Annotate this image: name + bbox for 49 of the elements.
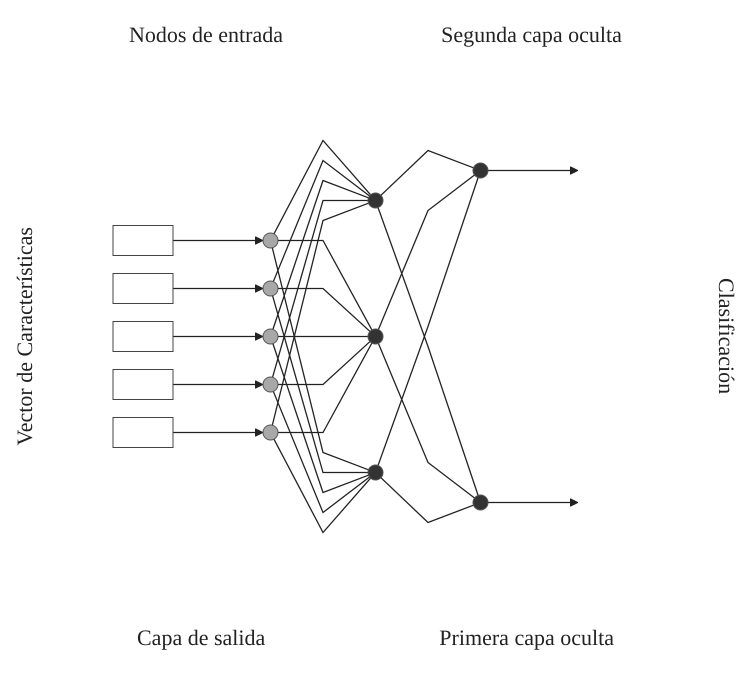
connector bbox=[272, 296, 368, 474]
connector bbox=[377, 207, 479, 496]
connector bbox=[378, 343, 475, 498]
arrow bbox=[488, 498, 578, 507]
connector bbox=[272, 248, 369, 470]
arrow bbox=[173, 428, 264, 437]
node-box bbox=[112, 321, 174, 352]
layer-label: Segunda capa oculta bbox=[441, 22, 622, 48]
node-box bbox=[112, 417, 174, 448]
connector bbox=[272, 180, 369, 330]
node-circle bbox=[262, 232, 278, 248]
connector bbox=[272, 343, 369, 494]
node-box bbox=[112, 369, 174, 400]
arrow bbox=[173, 236, 264, 245]
node-circle bbox=[262, 280, 278, 296]
node-circle bbox=[262, 376, 278, 392]
connector bbox=[278, 336, 368, 338]
connector bbox=[278, 342, 372, 434]
connector bbox=[272, 202, 369, 426]
layer-label: Capa de salida bbox=[137, 625, 266, 651]
connector bbox=[378, 174, 475, 330]
node-circle bbox=[262, 424, 278, 440]
layer-label: Primera capa oculta bbox=[439, 625, 614, 651]
connector bbox=[278, 341, 370, 386]
arrow bbox=[173, 284, 264, 293]
connector bbox=[273, 139, 372, 234]
connector bbox=[273, 438, 372, 534]
arrow bbox=[173, 380, 264, 389]
node-circle bbox=[472, 162, 488, 178]
connector bbox=[272, 200, 368, 378]
connector bbox=[380, 477, 474, 524]
layer-label: Nodos de entrada bbox=[129, 22, 283, 48]
layer-label: Clasificación bbox=[713, 278, 739, 395]
node-circle bbox=[472, 494, 488, 510]
arrow bbox=[488, 166, 578, 175]
node-circle bbox=[262, 328, 278, 344]
node-circle bbox=[368, 328, 384, 344]
node-circle bbox=[368, 464, 384, 480]
connector bbox=[272, 159, 370, 282]
node-box bbox=[112, 273, 174, 304]
node-circle bbox=[368, 192, 384, 208]
connector bbox=[278, 240, 372, 330]
connector bbox=[272, 391, 370, 514]
layer-label: Vector de Características bbox=[12, 227, 38, 446]
connector bbox=[278, 288, 370, 332]
connector bbox=[380, 150, 474, 196]
arrow bbox=[173, 332, 264, 341]
node-box bbox=[112, 225, 174, 256]
connector bbox=[377, 177, 479, 466]
